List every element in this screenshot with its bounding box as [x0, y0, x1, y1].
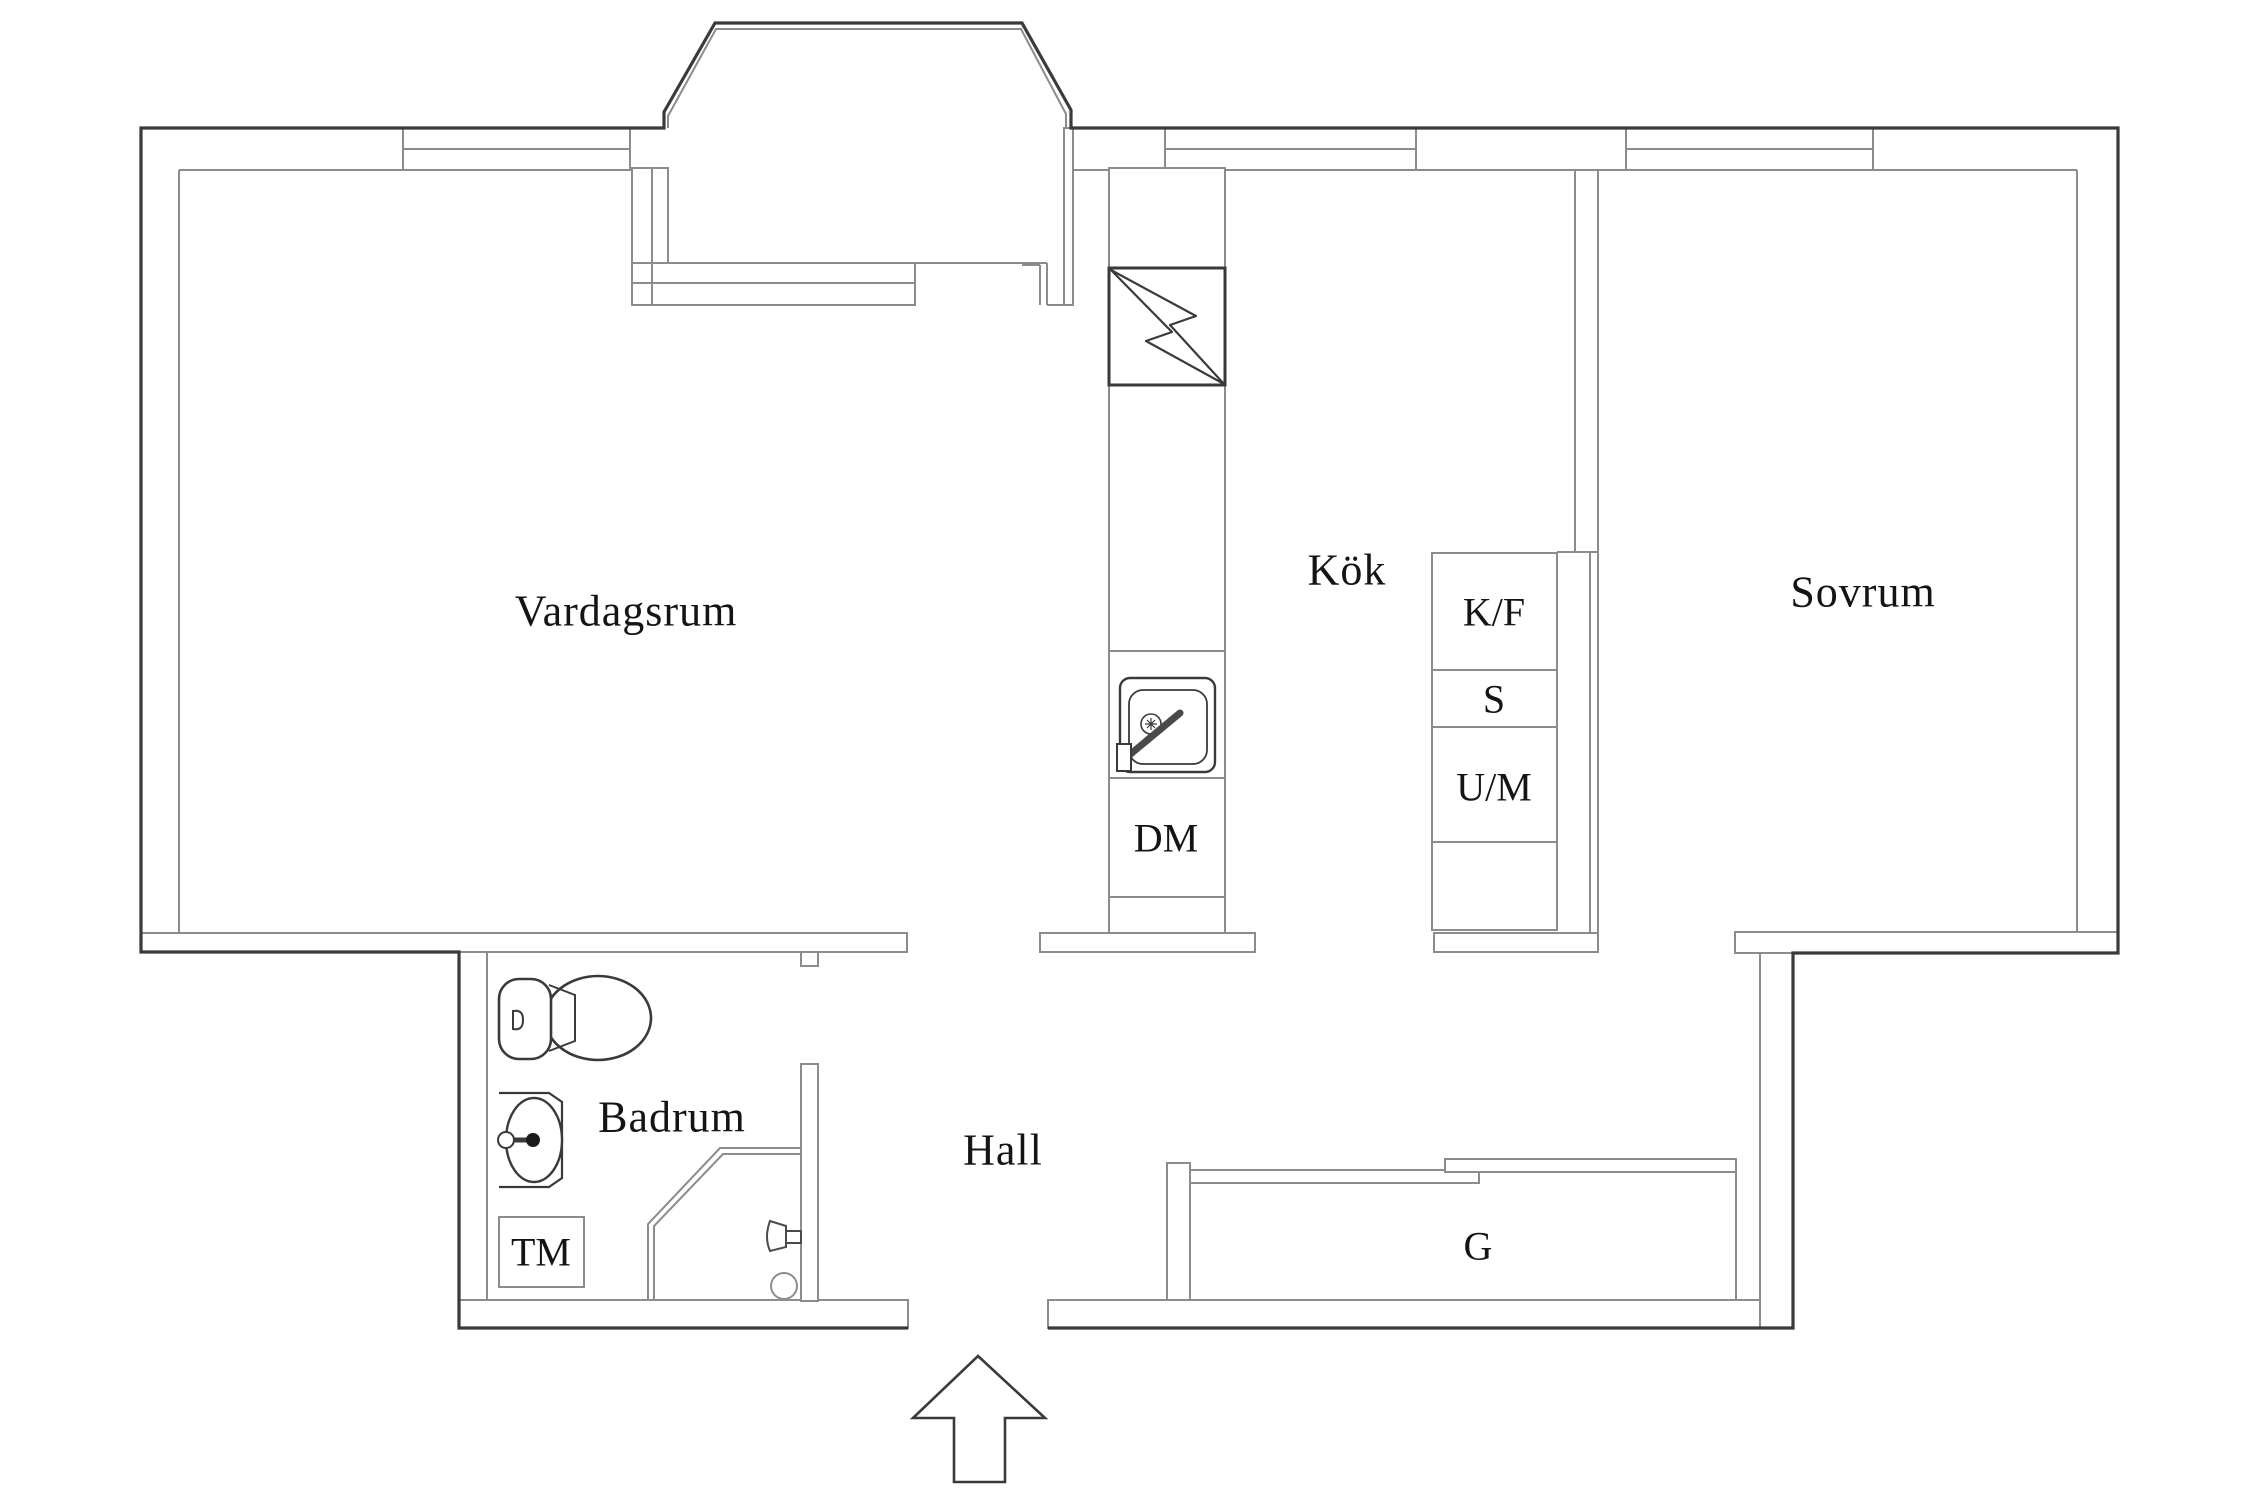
room-label-vardagsrum: Vardagsrum [514, 586, 738, 636]
appliance-column [1431, 551, 1575, 931]
shower-partition [647, 1147, 801, 1300]
fixture-label-tm: TM [511, 1229, 571, 1275]
outer-wall-outline [139, 21, 2120, 1330]
wall-segments [140, 127, 2119, 1329]
entrance-arrow-icon [909, 1354, 1049, 1484]
room-label-badrum: Badrum [598, 1092, 746, 1142]
wardrobe-sliding-doors [1189, 1158, 1737, 1301]
floor-drain-icon [770, 1272, 798, 1300]
fixture-label-dm: DM [1133, 815, 1199, 861]
fixture-label-s: S [1482, 676, 1506, 722]
inner-wall-lines [178, 169, 2078, 933]
kitchen-counter [1108, 167, 1226, 934]
washing-machine-box [498, 1216, 585, 1288]
washbasin-icon [497, 1091, 564, 1189]
room-label-kok: Kök [1307, 545, 1387, 595]
bay-window [631, 28, 1067, 306]
fixture-label-g: G [1463, 1223, 1493, 1269]
window-icon [402, 128, 1874, 170]
toilet-icon [497, 974, 653, 1062]
kitchen-sink-icon [1116, 676, 1217, 774]
fixture-label-um: U/M [1456, 764, 1532, 810]
stove-lightning-icon [1107, 266, 1227, 387]
room-label-hall: Hall [963, 1125, 1043, 1175]
room-label-sovrum: Sovrum [1790, 567, 1936, 617]
fixture-label-kf: K/F [1462, 589, 1526, 635]
shower-head-icon [766, 1219, 802, 1253]
